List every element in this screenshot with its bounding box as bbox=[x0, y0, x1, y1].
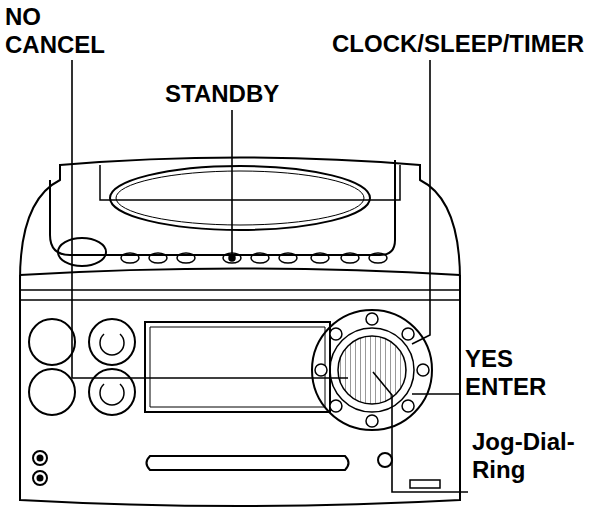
leader-line bbox=[373, 372, 468, 492]
open-button bbox=[58, 238, 106, 266]
jack-hole bbox=[38, 476, 43, 481]
top-housing bbox=[20, 158, 460, 281]
function-button bbox=[29, 369, 75, 415]
small-button bbox=[279, 253, 297, 263]
function-button bbox=[89, 369, 135, 415]
callout-label: CLOCK/SLEEP/TIMER bbox=[330, 30, 586, 58]
small-button bbox=[149, 253, 167, 263]
callout-label: YES ENTER bbox=[463, 345, 567, 401]
display-inner bbox=[150, 327, 325, 407]
function-button bbox=[89, 319, 135, 365]
small-button bbox=[311, 253, 329, 263]
display bbox=[145, 322, 330, 412]
button-mark bbox=[100, 384, 124, 405]
ring-button bbox=[330, 328, 342, 340]
band bbox=[20, 299, 460, 301]
jog-dial bbox=[338, 336, 406, 404]
jack bbox=[33, 451, 47, 465]
leader-line bbox=[72, 60, 348, 378]
small-button bbox=[251, 253, 269, 263]
callout-label: Jog-Dial- Ring bbox=[470, 428, 589, 484]
small-button bbox=[177, 253, 195, 263]
jack-hole bbox=[38, 456, 43, 461]
ring-button bbox=[330, 400, 342, 412]
small-button bbox=[341, 253, 359, 263]
leader-line bbox=[412, 393, 460, 395]
sensor bbox=[378, 453, 392, 467]
ring-buttons bbox=[315, 313, 429, 427]
callout-label: NO CANCEL bbox=[3, 3, 117, 59]
cd-lid bbox=[50, 160, 395, 255]
jog-ring-outer bbox=[312, 310, 432, 430]
band bbox=[20, 289, 460, 291]
ring-button bbox=[402, 400, 414, 412]
button-mark bbox=[100, 334, 124, 355]
foot-mark bbox=[410, 480, 440, 488]
cd-window bbox=[110, 166, 370, 230]
small-button bbox=[121, 253, 139, 263]
front-panel bbox=[20, 275, 460, 506]
ring-button bbox=[366, 415, 378, 427]
ring-button bbox=[417, 364, 429, 376]
standby-dot bbox=[229, 255, 235, 261]
band bbox=[20, 269, 460, 276]
small-button bbox=[369, 253, 387, 263]
leader-line bbox=[231, 110, 233, 255]
jog-ring bbox=[330, 328, 414, 412]
jack bbox=[33, 471, 47, 485]
leader-line bbox=[412, 60, 430, 344]
cd-window-inner bbox=[116, 171, 364, 225]
top-buttons bbox=[121, 253, 387, 263]
callout-label: STANDBY bbox=[163, 80, 281, 108]
ring-button bbox=[366, 313, 378, 325]
ring-button bbox=[315, 364, 327, 376]
function-button bbox=[29, 319, 75, 365]
tape-slot bbox=[147, 456, 349, 470]
ring-button bbox=[402, 328, 414, 340]
